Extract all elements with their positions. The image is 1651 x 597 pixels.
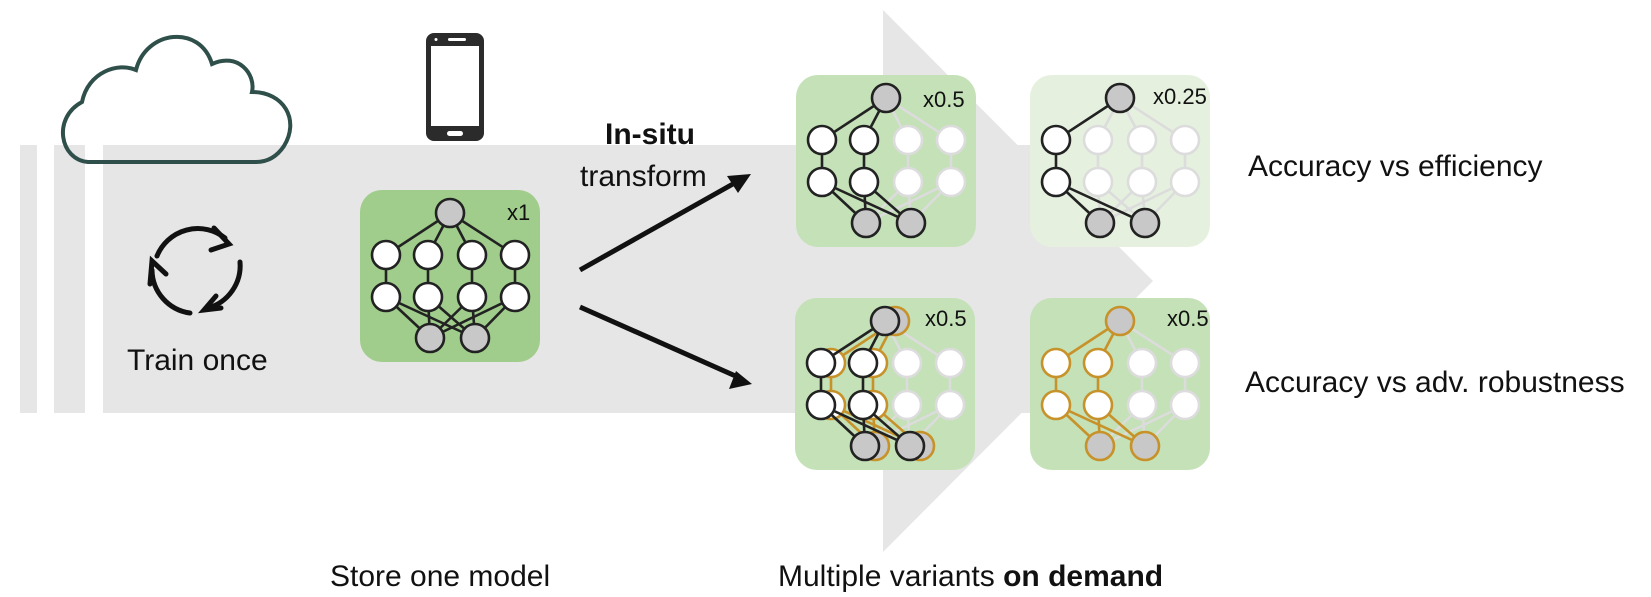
node bbox=[850, 207, 882, 239]
node bbox=[1129, 430, 1161, 462]
node bbox=[1104, 82, 1136, 114]
node bbox=[1040, 166, 1072, 198]
node bbox=[499, 239, 531, 271]
node bbox=[806, 124, 838, 156]
store-one-model-label: Store one model bbox=[330, 560, 551, 593]
node bbox=[806, 166, 838, 198]
multiple-variants-label: Multiple variants on demand bbox=[778, 560, 1163, 594]
node bbox=[1169, 389, 1201, 421]
node bbox=[891, 347, 923, 379]
node bbox=[849, 430, 881, 462]
node bbox=[1040, 124, 1072, 156]
node bbox=[895, 207, 927, 239]
node bbox=[456, 239, 488, 271]
node bbox=[847, 389, 879, 421]
node bbox=[1040, 389, 1072, 421]
node bbox=[412, 239, 444, 271]
node bbox=[499, 281, 531, 313]
cycle-arrows-icon bbox=[147, 225, 243, 316]
train-once-label: Train once bbox=[127, 344, 268, 377]
network-panel-source bbox=[360, 190, 540, 362]
node bbox=[1129, 207, 1161, 239]
node bbox=[1169, 166, 1201, 198]
node bbox=[1169, 124, 1201, 156]
scale-label-rob-half-b: x0.5 bbox=[1167, 306, 1209, 331]
node bbox=[892, 166, 924, 198]
node bbox=[459, 322, 491, 354]
transform-arrows bbox=[578, 174, 752, 389]
network-panel-rob-half-b bbox=[1030, 298, 1210, 470]
node bbox=[805, 347, 837, 379]
node bbox=[894, 430, 926, 462]
node bbox=[1126, 389, 1158, 421]
node bbox=[1084, 207, 1116, 239]
node bbox=[892, 124, 924, 156]
node bbox=[934, 389, 966, 421]
multiple-variants-text: Multiple variants bbox=[778, 560, 1004, 593]
transform-label: transform bbox=[580, 160, 707, 193]
node bbox=[847, 347, 879, 379]
insitu-label: In-situ bbox=[605, 118, 695, 151]
on-demand-text: on demand bbox=[1003, 560, 1164, 593]
node bbox=[935, 166, 967, 198]
node bbox=[870, 82, 902, 114]
network-panel-eff-half bbox=[796, 75, 976, 247]
network-panel-rob-half-a bbox=[795, 298, 975, 470]
node bbox=[848, 124, 880, 156]
node bbox=[1082, 347, 1114, 379]
node bbox=[456, 281, 488, 313]
node bbox=[1082, 389, 1114, 421]
scale-label-rob-half-a: x0.5 bbox=[925, 306, 967, 331]
node bbox=[1082, 124, 1114, 156]
node bbox=[1126, 166, 1158, 198]
node bbox=[434, 197, 466, 229]
node bbox=[869, 305, 901, 337]
scale-label-eff-half: x0.5 bbox=[923, 87, 965, 112]
node bbox=[370, 281, 402, 313]
node bbox=[370, 239, 402, 271]
scale-label-eff-quarter: x0.25 bbox=[1153, 84, 1207, 109]
node bbox=[1104, 305, 1136, 337]
network-panel-eff-quarter bbox=[1030, 75, 1210, 247]
node bbox=[848, 166, 880, 198]
smartphone-icon bbox=[426, 33, 484, 141]
node bbox=[891, 389, 923, 421]
node bbox=[1126, 124, 1158, 156]
accuracy-robustness-label: Accuracy vs adv. robustness bbox=[1245, 366, 1625, 399]
node bbox=[1084, 430, 1116, 462]
node bbox=[1040, 347, 1072, 379]
node bbox=[414, 322, 446, 354]
node bbox=[412, 281, 444, 313]
node bbox=[1169, 347, 1201, 379]
cloud-icon bbox=[60, 35, 293, 164]
node bbox=[934, 347, 966, 379]
node bbox=[1126, 347, 1158, 379]
node bbox=[935, 124, 967, 156]
node bbox=[805, 389, 837, 421]
scale-label-source: x1 bbox=[507, 200, 531, 225]
accuracy-efficiency-label: Accuracy vs efficiency bbox=[1248, 150, 1543, 183]
node bbox=[1082, 166, 1114, 198]
